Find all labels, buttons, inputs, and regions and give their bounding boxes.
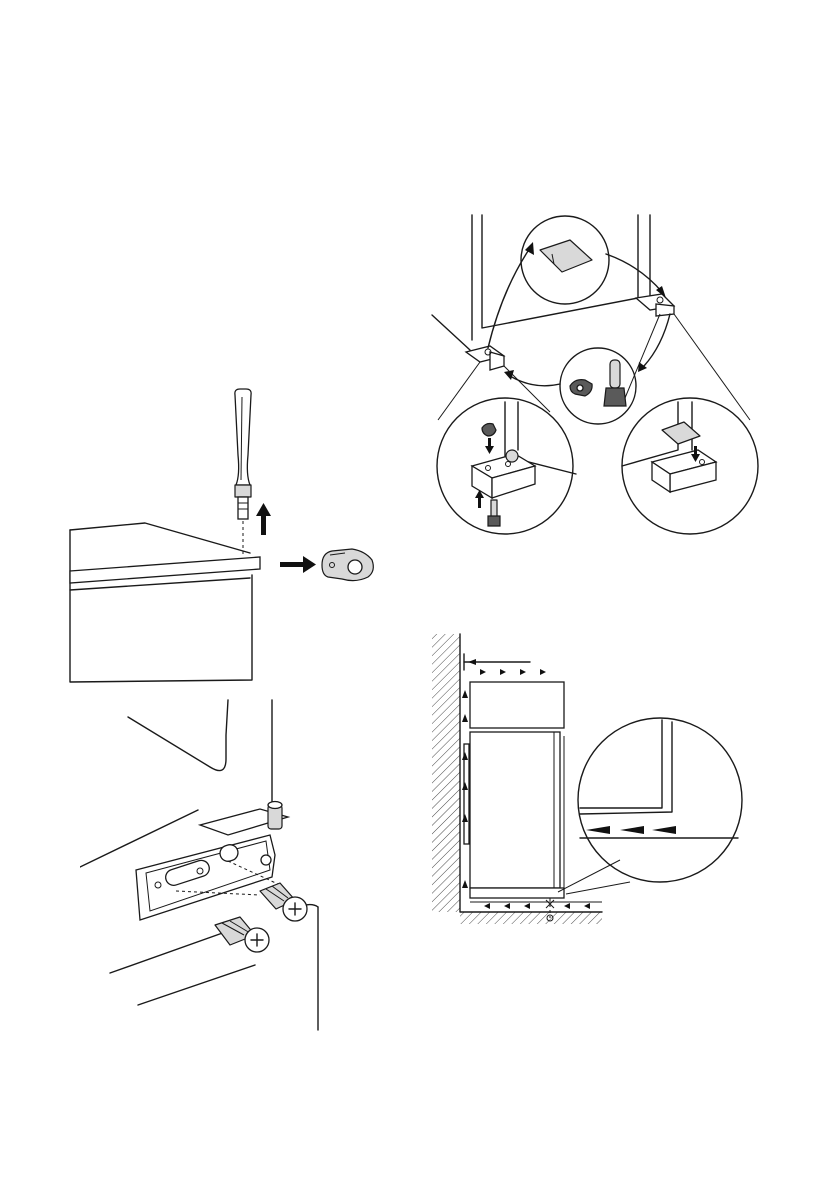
right-hinge-block <box>636 294 674 316</box>
figure-hinge-part-swap <box>430 210 770 550</box>
arrow-right-icon <box>280 556 316 573</box>
figure-hinge-cap-removal <box>60 385 390 695</box>
hinge-bracket <box>136 802 288 921</box>
magnifier-cap <box>521 216 609 304</box>
screwdriver-icon <box>235 389 251 519</box>
fridge-body <box>470 732 560 888</box>
upper-cabinet <box>470 682 564 728</box>
airflow-arrows-up <box>462 690 468 888</box>
figure-ventilation-airflow <box>430 632 750 932</box>
airflow-arrows-bottom <box>484 903 590 909</box>
cabinet-top <box>70 523 260 682</box>
airflow-arrows-top <box>480 669 546 675</box>
hinge-cap-icon <box>322 549 373 581</box>
screw-icon <box>260 883 307 921</box>
screw-icon <box>215 917 269 952</box>
magnifier-right-hinge-detail <box>622 398 758 534</box>
left-hinge-block <box>466 346 504 370</box>
magnifier-vent-gap <box>578 718 742 882</box>
magnifier-hinge-parts <box>560 348 636 424</box>
figure-lower-hinge-screws <box>80 695 340 1040</box>
arrow-up-icon <box>256 503 271 535</box>
magnifier-left-hinge-detail <box>437 398 576 534</box>
